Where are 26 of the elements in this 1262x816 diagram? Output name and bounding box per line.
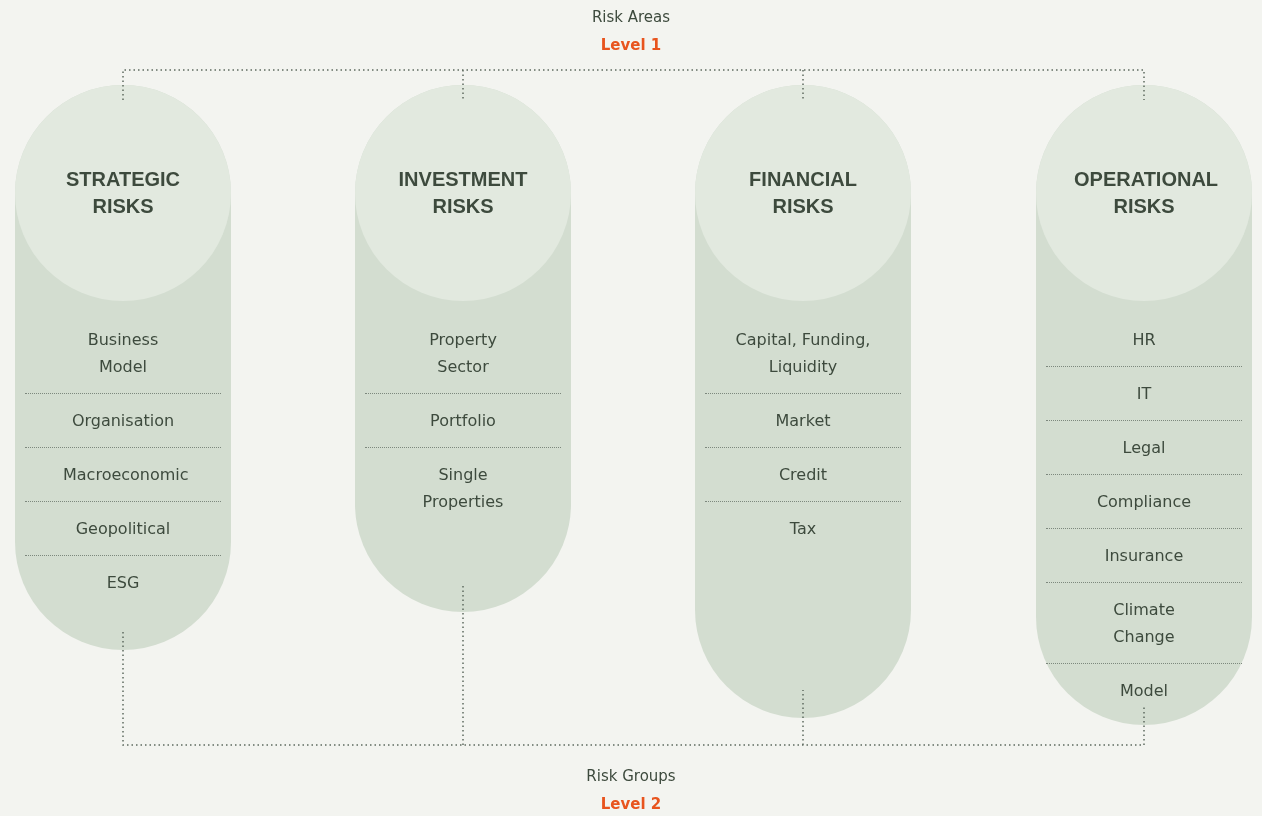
risk-group-item: Credit [705, 447, 901, 501]
risk-group-item: ESG [25, 555, 221, 609]
tier-label: Risk Areas [591, 8, 671, 26]
risk-group-item: Tax [705, 501, 901, 555]
level-label: Level 1 [600, 36, 662, 54]
risk-group-item: HR [1046, 313, 1242, 366]
risk-group-item: Insurance [1046, 528, 1242, 582]
column-heading: FINANCIAL RISKS [748, 167, 858, 219]
risk-group-item: Single Properties [365, 447, 561, 528]
column-heading: INVESTMENT RISKS [397, 167, 529, 219]
risk-group-item: Macroeconomic [25, 447, 221, 501]
risk-group-item: Business Model [25, 313, 221, 393]
level-label: Level 2 [600, 795, 662, 813]
risk-group-item: Market [705, 393, 901, 447]
risk-group-item: Property Sector [365, 313, 561, 393]
risk-group-item: Capital, Funding, Liquidity [705, 313, 901, 393]
risk-group-item: Organisation [25, 393, 221, 447]
risk-group-item: Compliance [1046, 474, 1242, 528]
risk-group-item: Climate Change [1046, 582, 1242, 663]
risk-group-item: Portfolio [365, 393, 561, 447]
risk-group-item: Geopolitical [25, 501, 221, 555]
tier-label: Risk Groups [586, 767, 676, 785]
risk-group-item: Model [1046, 663, 1242, 717]
column-heading: STRATEGIC RISKS [64, 167, 182, 219]
risk-group-item: IT [1046, 366, 1242, 420]
risk-group-item: Legal [1046, 420, 1242, 474]
